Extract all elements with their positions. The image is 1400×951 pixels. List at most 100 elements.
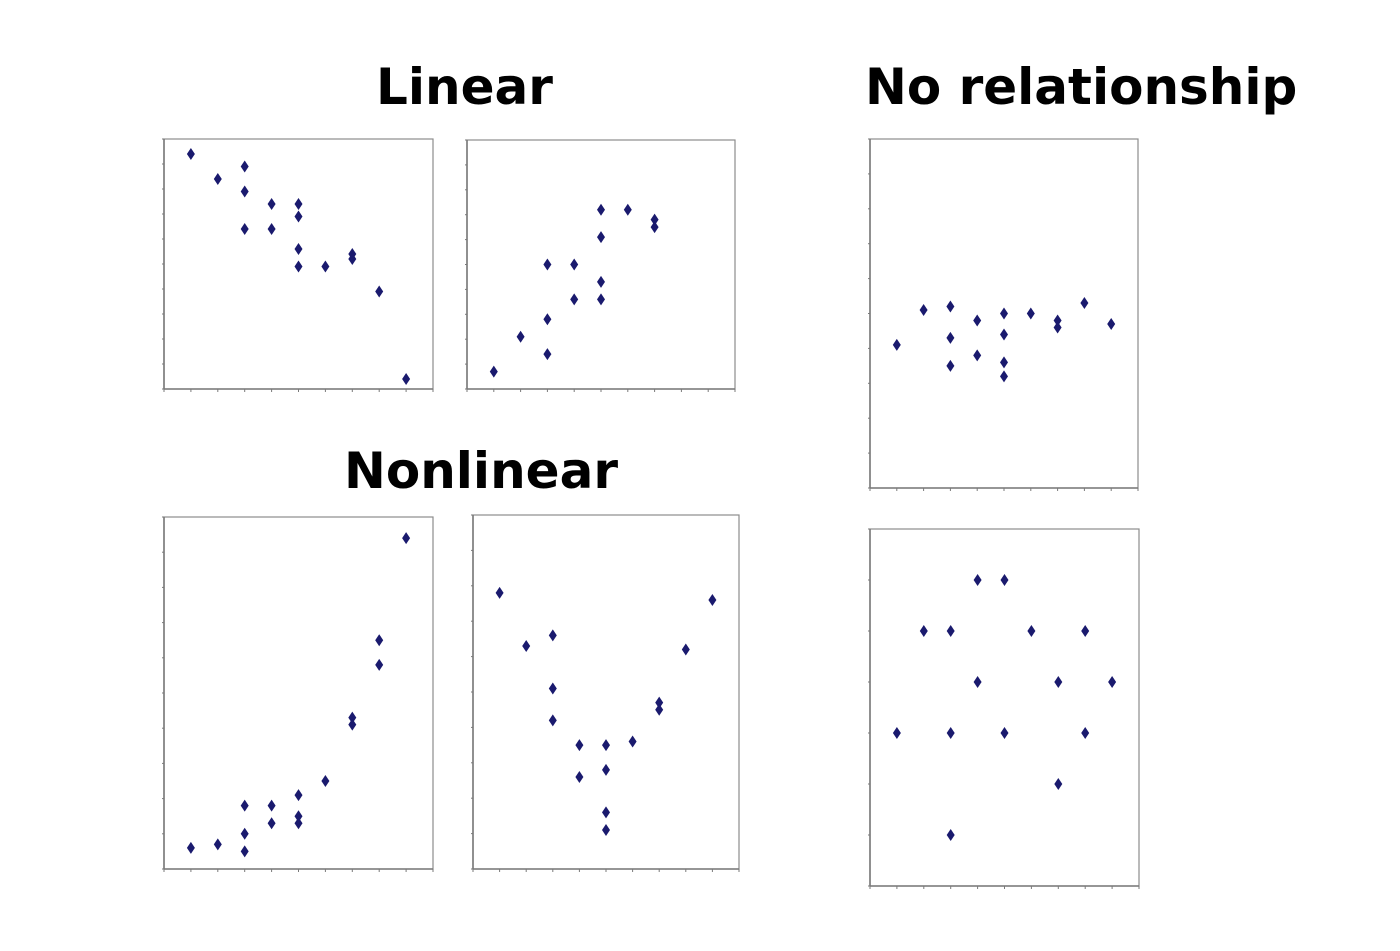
data-point — [1054, 676, 1063, 688]
data-point — [375, 285, 384, 298]
data-point — [946, 331, 955, 344]
axis-ticks — [868, 138, 1139, 491]
data-point — [294, 198, 303, 210]
data-point — [240, 845, 249, 858]
data-point — [186, 841, 195, 854]
data-point — [489, 365, 498, 378]
data-point — [213, 173, 222, 185]
data-point — [655, 703, 664, 716]
data-point — [655, 696, 664, 709]
data-point — [1000, 727, 1009, 739]
data-point — [628, 735, 637, 748]
axis-ticks — [162, 516, 434, 872]
scatter-plot-no-relationship-flat — [868, 138, 1139, 491]
data-point — [597, 231, 605, 244]
axis-ticks — [868, 528, 1140, 889]
axis-ticks — [465, 139, 736, 392]
data-point — [1107, 317, 1116, 330]
data-point — [919, 304, 928, 317]
data-point — [919, 625, 928, 637]
data-point — [240, 223, 249, 235]
data-point — [597, 203, 605, 216]
data-point — [650, 213, 659, 226]
data-point — [240, 160, 249, 173]
data-point — [294, 260, 303, 273]
data-point — [348, 718, 357, 731]
data-point — [597, 293, 605, 306]
data-point — [570, 293, 579, 306]
data-point — [1108, 676, 1117, 688]
data-point — [602, 824, 610, 837]
data-point — [1054, 778, 1063, 790]
scatter-plot-linear-positive — [465, 139, 736, 392]
data-point — [602, 763, 610, 776]
data-point — [267, 198, 276, 210]
data-point — [294, 817, 303, 830]
data-point — [1000, 307, 1008, 320]
data-point — [946, 829, 955, 841]
data-point — [597, 275, 605, 288]
data-point — [946, 359, 955, 372]
heading-linear: Linear — [376, 58, 553, 116]
data-point — [973, 574, 982, 586]
data-point — [548, 629, 557, 642]
data-point — [681, 643, 690, 656]
data-point — [1053, 314, 1062, 327]
data-point — [1026, 307, 1035, 320]
data-point — [973, 349, 982, 362]
data-point — [1000, 328, 1008, 341]
plot-frame — [466, 139, 736, 390]
data-point — [294, 789, 303, 802]
data-point — [267, 223, 276, 235]
data-point — [946, 300, 955, 313]
data-point — [402, 532, 411, 545]
data-point — [1027, 625, 1036, 637]
heading-no-relationship: No relationship — [865, 58, 1298, 116]
data-point — [348, 253, 357, 265]
data-point — [1000, 370, 1008, 383]
data-point — [495, 586, 504, 599]
data-point — [267, 817, 276, 830]
scatter-plot-linear-negative — [162, 138, 434, 392]
data-point — [892, 338, 901, 351]
data-point — [1053, 321, 1062, 334]
axis-ticks — [162, 138, 434, 392]
data-point — [570, 258, 579, 271]
data-point — [575, 739, 584, 752]
data-point — [946, 625, 955, 637]
data-point — [1000, 356, 1008, 369]
data-point — [575, 770, 584, 783]
scatter-plot-nonlinear-exponential — [162, 516, 434, 872]
data-point — [213, 838, 222, 851]
data-point — [543, 313, 552, 326]
data-point — [708, 593, 717, 606]
data-point — [240, 799, 249, 812]
data-point — [650, 221, 659, 234]
data-point — [402, 373, 411, 385]
data-point — [516, 330, 525, 343]
data-point — [946, 727, 955, 739]
data-point — [348, 711, 357, 724]
axis-ticks — [471, 514, 740, 872]
data-point — [548, 682, 557, 695]
data-point — [375, 634, 384, 647]
data-point — [548, 714, 557, 727]
plot-frame — [869, 528, 1140, 887]
data-point — [1080, 297, 1089, 310]
data-point — [522, 639, 531, 652]
data-point — [623, 203, 632, 216]
data-point — [543, 258, 552, 271]
data-point — [973, 314, 982, 327]
heading-nonlinear: Nonlinear — [344, 442, 618, 500]
data-point — [543, 348, 552, 361]
data-point — [240, 185, 249, 198]
data-point — [1081, 727, 1090, 739]
data-point — [602, 739, 610, 752]
data-point — [294, 243, 303, 255]
data-point — [375, 658, 384, 671]
scatter-plot-nonlinear-quadratic — [471, 514, 740, 872]
data-point — [321, 775, 330, 787]
data-point — [240, 827, 249, 840]
data-point — [321, 260, 330, 273]
data-point — [1081, 625, 1090, 637]
